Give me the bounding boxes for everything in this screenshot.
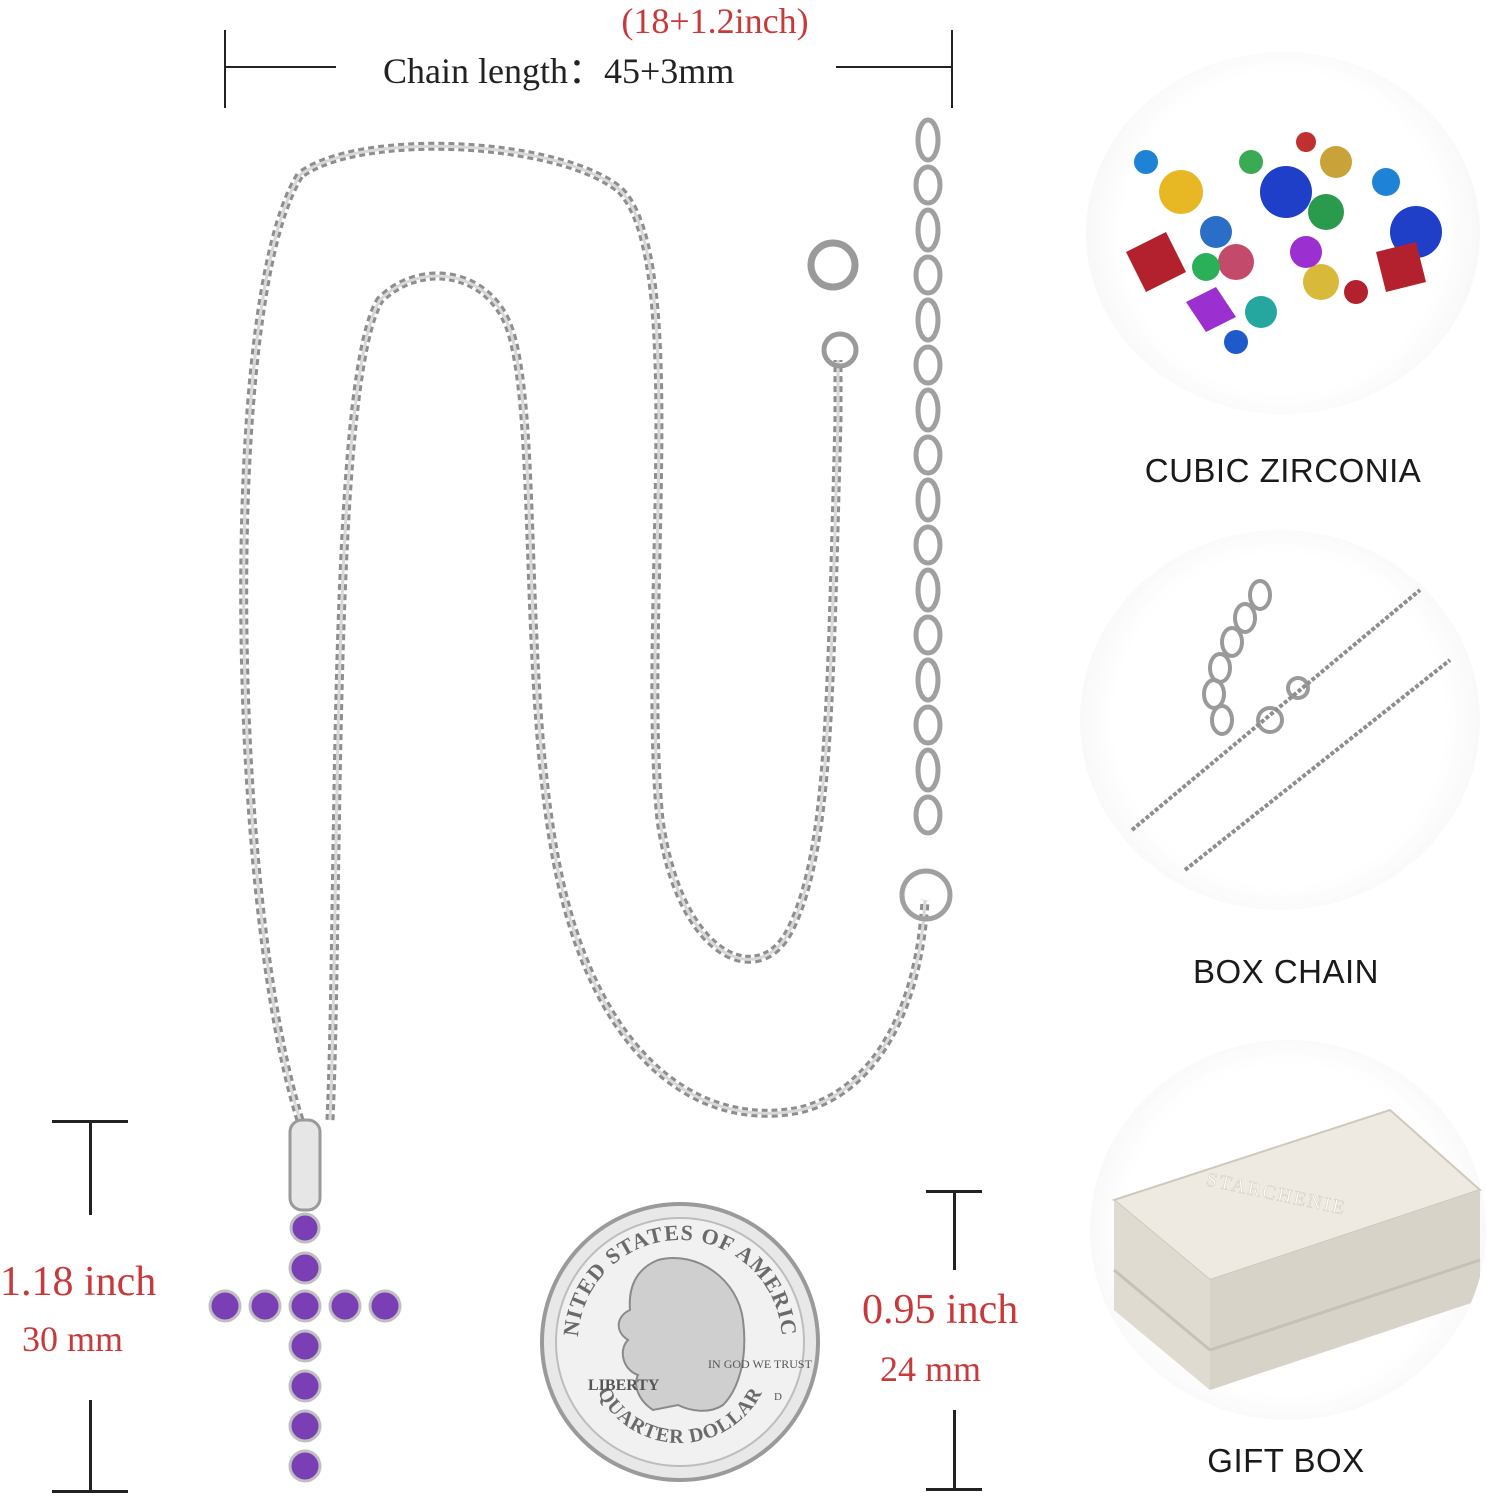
chain-dim-left-line (224, 66, 336, 68)
chain-dim-left-tick (224, 30, 226, 108)
chain-dim-right-tick (951, 30, 953, 108)
gift-box-image: STARCHENIE (1090, 1040, 1486, 1420)
gift-box-illustration: STARCHENIE (1111, 1108, 1482, 1390)
coin-size-inch: 0.95 inch (862, 1287, 1019, 1333)
amethyst-cross (208, 1212, 402, 1483)
cubic-zirconia-image (1086, 52, 1480, 414)
pendant-size-mm: 30 mm (22, 1319, 124, 1359)
pendant-bail (288, 1118, 322, 1212)
chain-length-label: Chain length：45+3mm (383, 51, 735, 91)
extender-chain (899, 117, 953, 922)
chain-dim-right-line (836, 66, 952, 68)
quarter-coin: UNITED STATES OF AMERICA QUARTER DOLLAR … (538, 1200, 820, 1482)
box-chain-image (1080, 530, 1480, 910)
pendant-dim-bottom-bar (89, 1400, 92, 1492)
box-chain-inner-loop (325, 271, 930, 1121)
coin-dim-bottom-cap (926, 1488, 982, 1491)
chain-length-inch-label: (18+1.2inch) (621, 1, 809, 41)
pendant-size-inch: 1.18 inch (0, 1259, 157, 1305)
coin-dim-bottom-bar (953, 1410, 956, 1490)
spring-clasp (807, 239, 859, 291)
coin-mint-mark: D (774, 1391, 782, 1403)
coin-size-mm: 24 mm (880, 1349, 982, 1389)
feature-label-cubic-zirconia: CUBIC ZIRCONIA (1144, 452, 1422, 489)
coin-motto: IN GOD WE TRUST (708, 1357, 813, 1371)
feature-label-box-chain: BOX CHAIN (1192, 953, 1380, 990)
washington-profile (617, 1257, 746, 1412)
coin-dim-top-bar (953, 1190, 956, 1270)
pendant-dim-bottom-cap (52, 1490, 128, 1493)
box-chain-inner (242, 144, 840, 1121)
box-chain-closeup (1130, 579, 1452, 872)
pendant-dim-top-bar (89, 1120, 92, 1215)
gemstones-illustration (1126, 132, 1442, 354)
necklace-illustration (208, 117, 953, 1483)
feature-label-gift-box: GIFT BOX (1207, 1442, 1365, 1479)
coin-liberty: LIBERTY (588, 1377, 660, 1394)
